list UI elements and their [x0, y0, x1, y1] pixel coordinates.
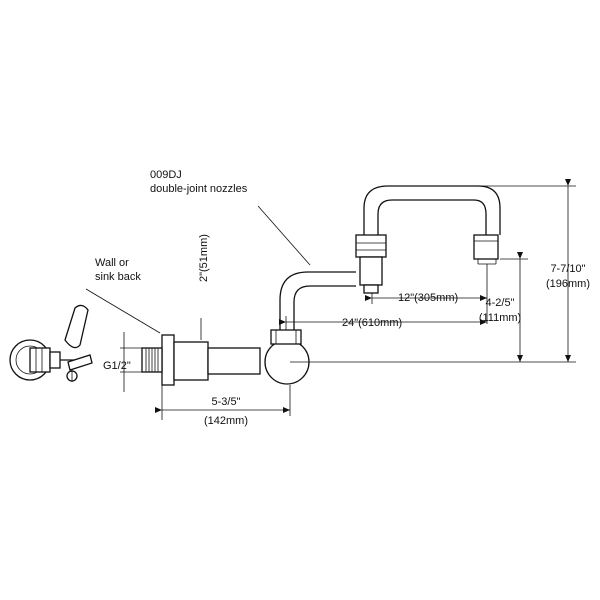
outlet-height-mm-label: (111mm): [479, 312, 521, 324]
faucet-body: [173, 329, 310, 385]
wall-label-2: sink back: [95, 271, 141, 283]
depth-label: 5-3/5": [212, 396, 241, 408]
riser-elbow: [279, 271, 356, 330]
depth-mm-label: (142mm): [204, 415, 248, 427]
wall-label: Wall or: [95, 257, 129, 269]
thread-size-label: G1/2": [103, 360, 131, 372]
model-description: double-joint nozzles: [150, 183, 248, 195]
arch-spout: [363, 185, 501, 235]
threaded-inlet: [141, 347, 163, 373]
nozzle-12-dimension-label: 12"(305mm): [398, 292, 458, 304]
riser-dimension-label: 2"(51mm): [198, 234, 210, 282]
overall-height-label: 7-7/10": [550, 263, 585, 275]
swivel-joint: [355, 234, 387, 294]
handle-side-view: [9, 304, 93, 382]
dimension-lines: [120, 179, 576, 416]
outlet-height-label: 4-2/5": [486, 297, 515, 309]
model-label: 009DJ: [150, 169, 182, 181]
overall-height-mm-label: (196mm): [546, 278, 590, 290]
nozzle-24-dimension-label: 24"(610mm): [342, 317, 402, 329]
nozzle-leader: [257, 205, 311, 266]
outlet-nozzle: [473, 234, 499, 265]
